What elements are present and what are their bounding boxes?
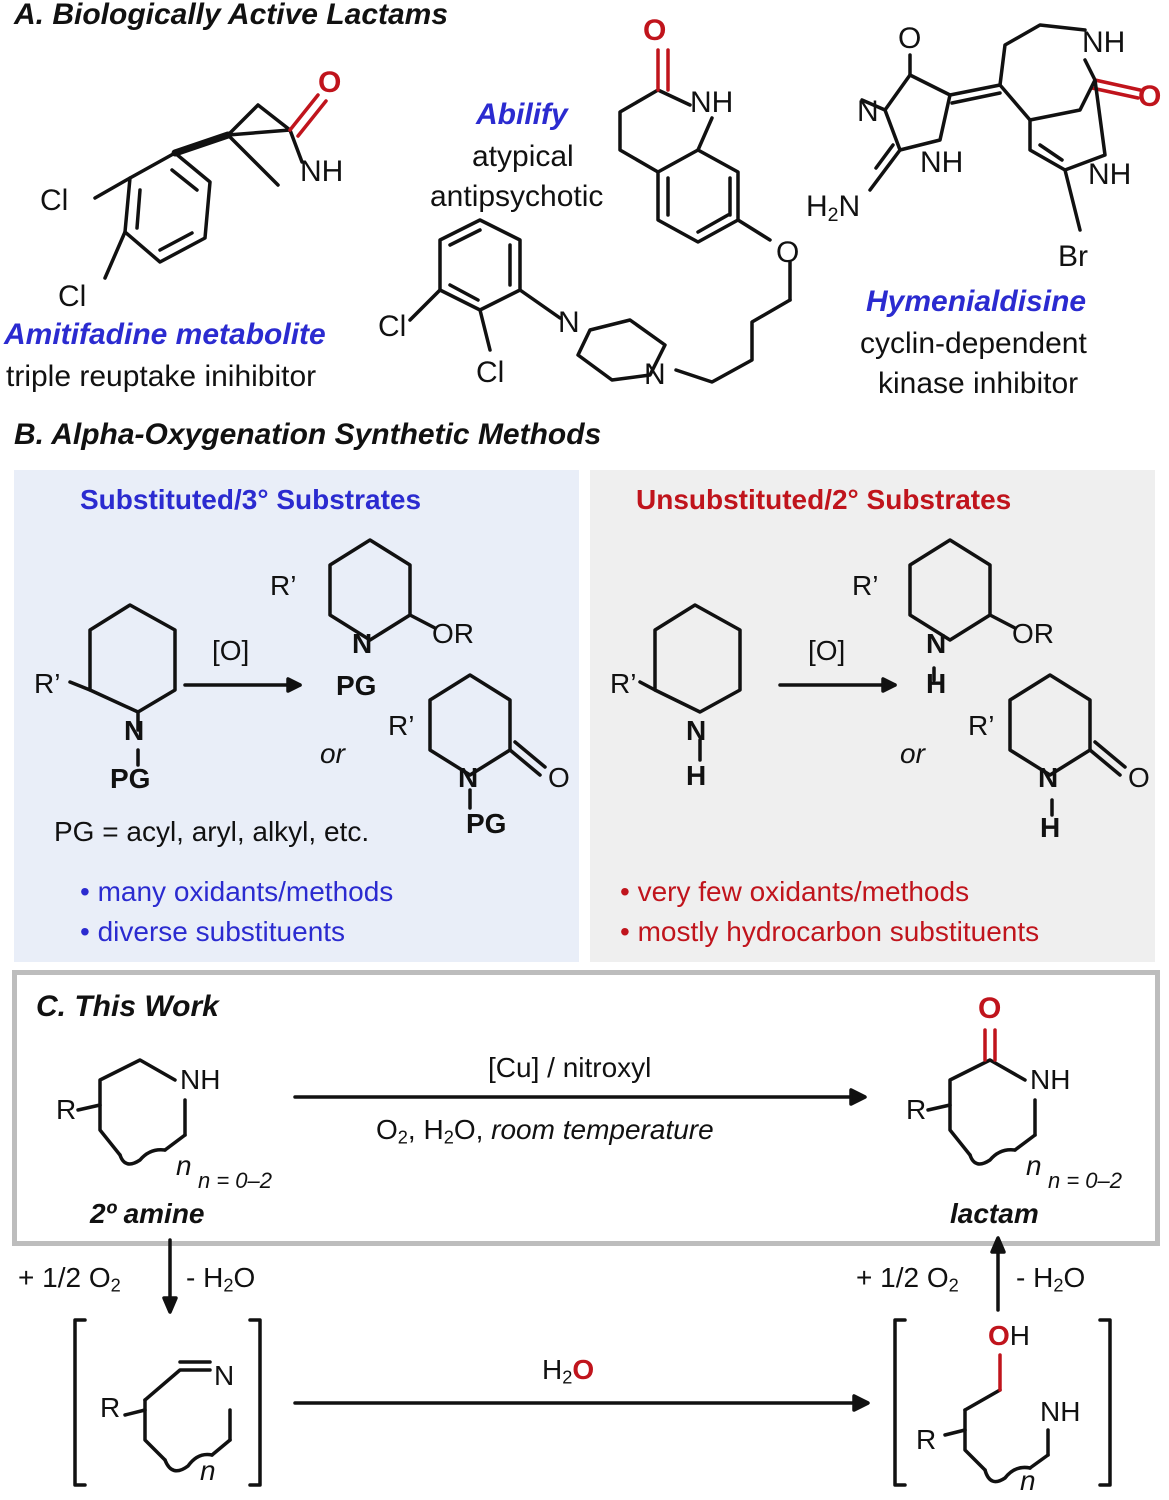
cl-label: Cl bbox=[58, 280, 87, 313]
or-label: or bbox=[320, 738, 345, 769]
or-group-label: OR bbox=[1012, 618, 1054, 649]
water-loss-label: - H2O bbox=[186, 1262, 256, 1296]
h-label: H bbox=[926, 668, 947, 699]
br-label: Br bbox=[1058, 240, 1088, 273]
pg-label: PG bbox=[336, 670, 377, 701]
section-b-title: B. Alpha-Oxygenation Synthetic Methods bbox=[14, 418, 602, 451]
unsubstituted-heading: Unsubstituted/2° Substrates bbox=[636, 484, 1012, 515]
r-prime-label: R’ bbox=[852, 570, 879, 601]
nh-label: NH bbox=[920, 146, 964, 179]
left-bullet: • many oxidants/methods bbox=[80, 876, 394, 907]
nh-label: NH bbox=[690, 86, 734, 119]
carbonyl-o-label: O bbox=[318, 66, 342, 99]
pg-label: PG bbox=[110, 763, 151, 794]
carbonyl-o-label: O bbox=[1138, 80, 1162, 113]
h-label: H bbox=[686, 760, 707, 791]
water-label: H2O bbox=[542, 1354, 595, 1388]
h2n-label: H2N bbox=[806, 190, 861, 226]
abilify-structure bbox=[408, 48, 792, 384]
r-label: R bbox=[100, 1392, 121, 1423]
oxygen-half-label: + 1/2 O2 bbox=[856, 1262, 959, 1296]
n-label: n bbox=[1026, 1150, 1042, 1181]
right-bullet: • very few oxidants/methods bbox=[620, 876, 970, 907]
r-label: R bbox=[906, 1094, 927, 1125]
b-left-structures bbox=[68, 538, 547, 810]
hymenialdisine-activity-line2: kinase inhibitor bbox=[878, 367, 1079, 400]
h-label: H bbox=[1040, 812, 1061, 843]
nh-label: NH bbox=[300, 155, 344, 188]
imine-n-label: N bbox=[214, 1360, 235, 1391]
pg-definition: PG = acyl, aryl, alkyl, etc. bbox=[54, 816, 370, 847]
unsubstituted-substrates-panel bbox=[590, 470, 1155, 962]
secondary-amine-label: 2º amine bbox=[90, 1198, 205, 1229]
abilify-activity-line2: antipsychotic bbox=[430, 180, 604, 213]
substituted-substrates-panel bbox=[14, 470, 579, 962]
pg-label: PG bbox=[466, 808, 507, 839]
carbonyl-o-label: O bbox=[643, 14, 667, 47]
right-bullet: • mostly hydrocarbon substituents bbox=[620, 916, 1040, 947]
n-label: N bbox=[926, 628, 947, 659]
b-right-structures bbox=[638, 538, 1127, 817]
n-label: n bbox=[176, 1150, 192, 1181]
r-prime-label: R’ bbox=[388, 710, 415, 741]
r-prime-label: R’ bbox=[34, 668, 61, 699]
n-range-label: n = 0–2 bbox=[198, 1168, 273, 1193]
left-bullet: • diverse substituents bbox=[80, 916, 346, 947]
cl-label: Cl bbox=[378, 310, 407, 343]
o-label: O bbox=[1128, 762, 1150, 793]
this-work-frame bbox=[12, 970, 1160, 1246]
or-label: or bbox=[900, 738, 925, 769]
lactam-label: lactam bbox=[950, 1198, 1039, 1229]
nh-label: NH bbox=[1088, 158, 1132, 191]
carbonyl-o-label: O bbox=[978, 992, 1002, 1025]
cl-label: Cl bbox=[476, 356, 505, 389]
amitifadine-activity: triple reuptake inihibitor bbox=[6, 360, 317, 393]
n-label: N bbox=[857, 95, 879, 128]
temperature-label: room temperature bbox=[491, 1114, 714, 1145]
n-label: N bbox=[124, 715, 145, 746]
n-label: N bbox=[352, 628, 373, 659]
o-label: O bbox=[898, 22, 922, 55]
o-label: O bbox=[548, 762, 570, 793]
nh-label: NH bbox=[1082, 26, 1126, 59]
n-label: N bbox=[644, 358, 666, 391]
n-label: N bbox=[458, 762, 479, 793]
r-label: R bbox=[56, 1094, 77, 1125]
cl-label: Cl bbox=[40, 184, 69, 217]
or-group-label: OR bbox=[432, 618, 474, 649]
nh-label: NH bbox=[1040, 1396, 1081, 1427]
n-label: n bbox=[1020, 1465, 1036, 1496]
amitifadine-name: Amitifadine metabolite bbox=[4, 318, 326, 351]
oxidant-label: [O] bbox=[808, 635, 846, 666]
catalyst-label: [Cu] / nitroxyl bbox=[488, 1052, 652, 1083]
n-label: N bbox=[686, 715, 707, 746]
n-label: n bbox=[200, 1455, 216, 1486]
hymenialdisine-name: Hymenialdisine bbox=[866, 285, 1087, 318]
n-label: N bbox=[1038, 762, 1059, 793]
section-a-title: A. Biologically Active Lactams bbox=[14, 0, 449, 31]
abilify-activity-line1: atypical bbox=[472, 140, 574, 173]
section-c-title: C. This Work bbox=[36, 990, 219, 1023]
r-label: R bbox=[916, 1424, 937, 1455]
hymenialdisine-structure bbox=[860, 23, 1142, 232]
oxygen-half-label: + 1/2 O2 bbox=[18, 1262, 121, 1296]
water-loss-label: - H2O bbox=[1016, 1262, 1086, 1296]
substituted-heading: Substituted/3° Substrates bbox=[80, 484, 422, 515]
r-prime-label: R’ bbox=[270, 570, 297, 601]
abilify-name: Abilify bbox=[476, 98, 568, 131]
ether-o-label: O bbox=[776, 236, 800, 269]
oxidant-label: [O] bbox=[212, 635, 250, 666]
n-label: N bbox=[558, 306, 580, 339]
conditions-label: O2, H2O, room temperature bbox=[376, 1114, 714, 1148]
r-prime-label: R’ bbox=[610, 668, 637, 699]
hydroxyl-label: OH bbox=[988, 1320, 1031, 1351]
amitifadine-structure bbox=[93, 93, 328, 280]
r-prime-label: R’ bbox=[968, 710, 995, 741]
nh-label: NH bbox=[180, 1064, 221, 1095]
n-range-label: n = 0–2 bbox=[1048, 1168, 1123, 1193]
hymenialdisine-activity-line1: cyclin-dependent bbox=[860, 327, 1087, 360]
nh-label: NH bbox=[1030, 1064, 1071, 1095]
c-structures bbox=[73, 1028, 1112, 1487]
